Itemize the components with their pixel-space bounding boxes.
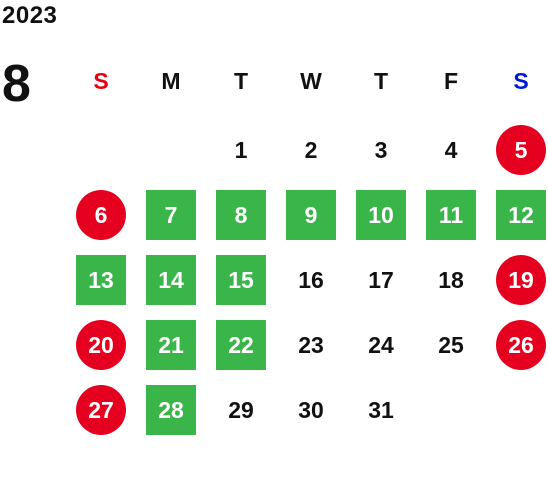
day-cell: 15 xyxy=(216,255,266,305)
day-cell: 17 xyxy=(368,266,394,293)
day-cell: 25 xyxy=(438,331,464,358)
weekday-sun: S xyxy=(93,67,109,94)
weekday-mon: M xyxy=(161,67,181,94)
weekday-sat: S xyxy=(513,67,529,94)
day-cell: 21 xyxy=(146,320,196,370)
year-label: 2023 xyxy=(2,2,58,29)
day-cell: 1 xyxy=(234,136,248,163)
day-cell: 13 xyxy=(76,255,126,305)
weekday-thu: T xyxy=(373,67,389,94)
weekday-fri: F xyxy=(443,67,459,94)
day-cell: 22 xyxy=(216,320,266,370)
day-cell: 5 xyxy=(496,125,546,175)
day-cell: 19 xyxy=(496,255,546,305)
day-cell: 7 xyxy=(146,190,196,240)
day-cell: 6 xyxy=(76,190,126,240)
weekday-wed: W xyxy=(300,67,322,94)
month-number: 8 xyxy=(2,55,31,113)
day-cell: 28 xyxy=(146,385,196,435)
day-cell: 26 xyxy=(496,320,546,370)
day-cell: 20 xyxy=(76,320,126,370)
day-cell: 24 xyxy=(368,331,394,358)
day-cell: 9 xyxy=(286,190,336,240)
day-cell: 3 xyxy=(374,136,388,163)
day-cell: 10 xyxy=(356,190,406,240)
day-cell: 23 xyxy=(298,331,324,358)
day-cell: 4 xyxy=(444,136,458,163)
day-cell: 11 xyxy=(426,190,476,240)
day-cell: 27 xyxy=(76,385,126,435)
day-cell: 30 xyxy=(298,396,324,423)
day-cell: 18 xyxy=(438,266,464,293)
day-cell: 16 xyxy=(298,266,324,293)
day-cell: 8 xyxy=(216,190,266,240)
day-cell: 29 xyxy=(228,396,254,423)
day-cell: 31 xyxy=(368,396,394,423)
day-cell: 12 xyxy=(496,190,546,240)
weekday-tue: T xyxy=(233,67,249,94)
day-cell: 2 xyxy=(304,136,318,163)
day-cell: 14 xyxy=(146,255,196,305)
